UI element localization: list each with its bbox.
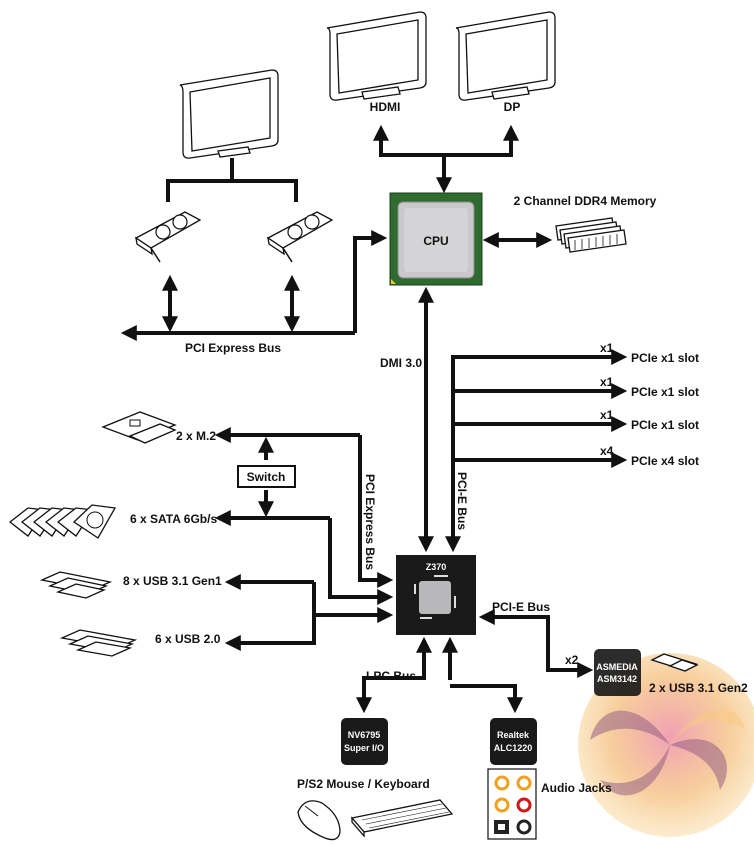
cpu-label: CPU: [423, 234, 448, 248]
sata-drive-icons: [8, 504, 117, 539]
usb2-icons: [59, 629, 138, 657]
memory-label: 2 Channel DDR4 Memory: [514, 194, 657, 208]
pci-express-bus-vertical-label: PCI Express Bus: [363, 474, 377, 570]
usb-gen2-icon: [650, 653, 699, 672]
pcie-slot-lanes: x4: [600, 444, 614, 458]
pcie-slot-lanes: x1: [600, 341, 614, 355]
monitor-icon-hdmi: [326, 11, 427, 101]
pcie-slot-lanes: x1: [600, 375, 614, 389]
sata-label: 6 x SATA 6Gb/s: [130, 512, 217, 526]
lpc-wires: [356, 636, 432, 714]
realtek-chip: [490, 718, 537, 765]
lpc-bus-label: LPC Bus: [366, 669, 416, 683]
realtek-line2: ALC1220: [494, 743, 533, 753]
asmedia-wires: [478, 609, 594, 678]
realtek-line1: Realtek: [497, 730, 530, 740]
keyboard-icon: [350, 799, 454, 838]
pcie-slot-label: PCIe x4 slot: [631, 454, 699, 468]
watermark-logo: [578, 653, 754, 837]
memory-icon: [555, 217, 627, 253]
pch-label: Z370: [426, 562, 447, 572]
usb-wires: [224, 574, 394, 651]
gpu-bus-label: PCI Express Bus: [185, 341, 281, 355]
m2-sata-wires: [214, 427, 394, 605]
switch-box: [237, 465, 296, 488]
gpu-display-wire: [166, 158, 298, 202]
pcie-slot-lanes: x1: [600, 408, 614, 422]
monitor-icon-dp: [455, 11, 556, 101]
monitor-icon-gpu: [179, 69, 279, 159]
asmedia-chip-line1: ASMEDIA: [596, 662, 638, 672]
usb2-label: 6 x USB 2.0: [155, 632, 221, 646]
pcie-slot-list: x1 PCIe x1 slot x1 PCIe x1 slot x1 PCIe …: [600, 341, 699, 468]
m2-label: 2 x M.2: [176, 429, 216, 443]
pcie-slot-label: PCIe x1 slot: [631, 385, 699, 399]
ps2-label: P/S2 Mouse / Keyboard: [297, 777, 430, 791]
usb-gen2-label: 2 x USB 3.1 Gen2: [649, 681, 748, 695]
switch-label: Switch: [247, 470, 286, 484]
pcie-slot-label: PCIe x1 slot: [631, 351, 699, 365]
super-io-line2: Super I/O: [344, 743, 384, 753]
display-wires: [373, 124, 519, 194]
graphics-card-icon-2: [266, 211, 334, 263]
asmedia-lanes-label: x2: [565, 653, 579, 667]
m2-ssd-icon: [101, 411, 177, 444]
usb-gen1-icons: [39, 571, 113, 599]
dmi-label: DMI 3.0: [380, 356, 422, 370]
dp-label: DP: [504, 100, 521, 114]
pcie-slot-wires: [445, 349, 628, 553]
asmedia-bus-label: PCI-E Bus: [492, 600, 550, 614]
asmedia-chip: [594, 649, 641, 696]
cpu-chip: [389, 192, 483, 286]
audio-jacks-panel: [487, 768, 537, 840]
asmedia-chip-line2: ASM3142: [597, 674, 637, 684]
mouse-icon: [297, 800, 341, 841]
audio-jacks-label: Audio Jacks: [541, 781, 612, 795]
graphics-card-icon-1: [134, 211, 202, 263]
hdmi-label: HDMI: [370, 100, 401, 114]
usb-gen1-label: 8 x USB 3.1 Gen1: [123, 574, 222, 588]
gpu-pcie-bus: [120, 230, 388, 341]
pcie-bus-vertical-label: PCI-E Bus: [455, 472, 469, 530]
super-io-line1: NV6795: [348, 730, 381, 740]
super-io-chip: [341, 718, 388, 765]
pch-chip: [396, 555, 476, 635]
pcie-slot-label: PCIe x1 slot: [631, 418, 699, 432]
